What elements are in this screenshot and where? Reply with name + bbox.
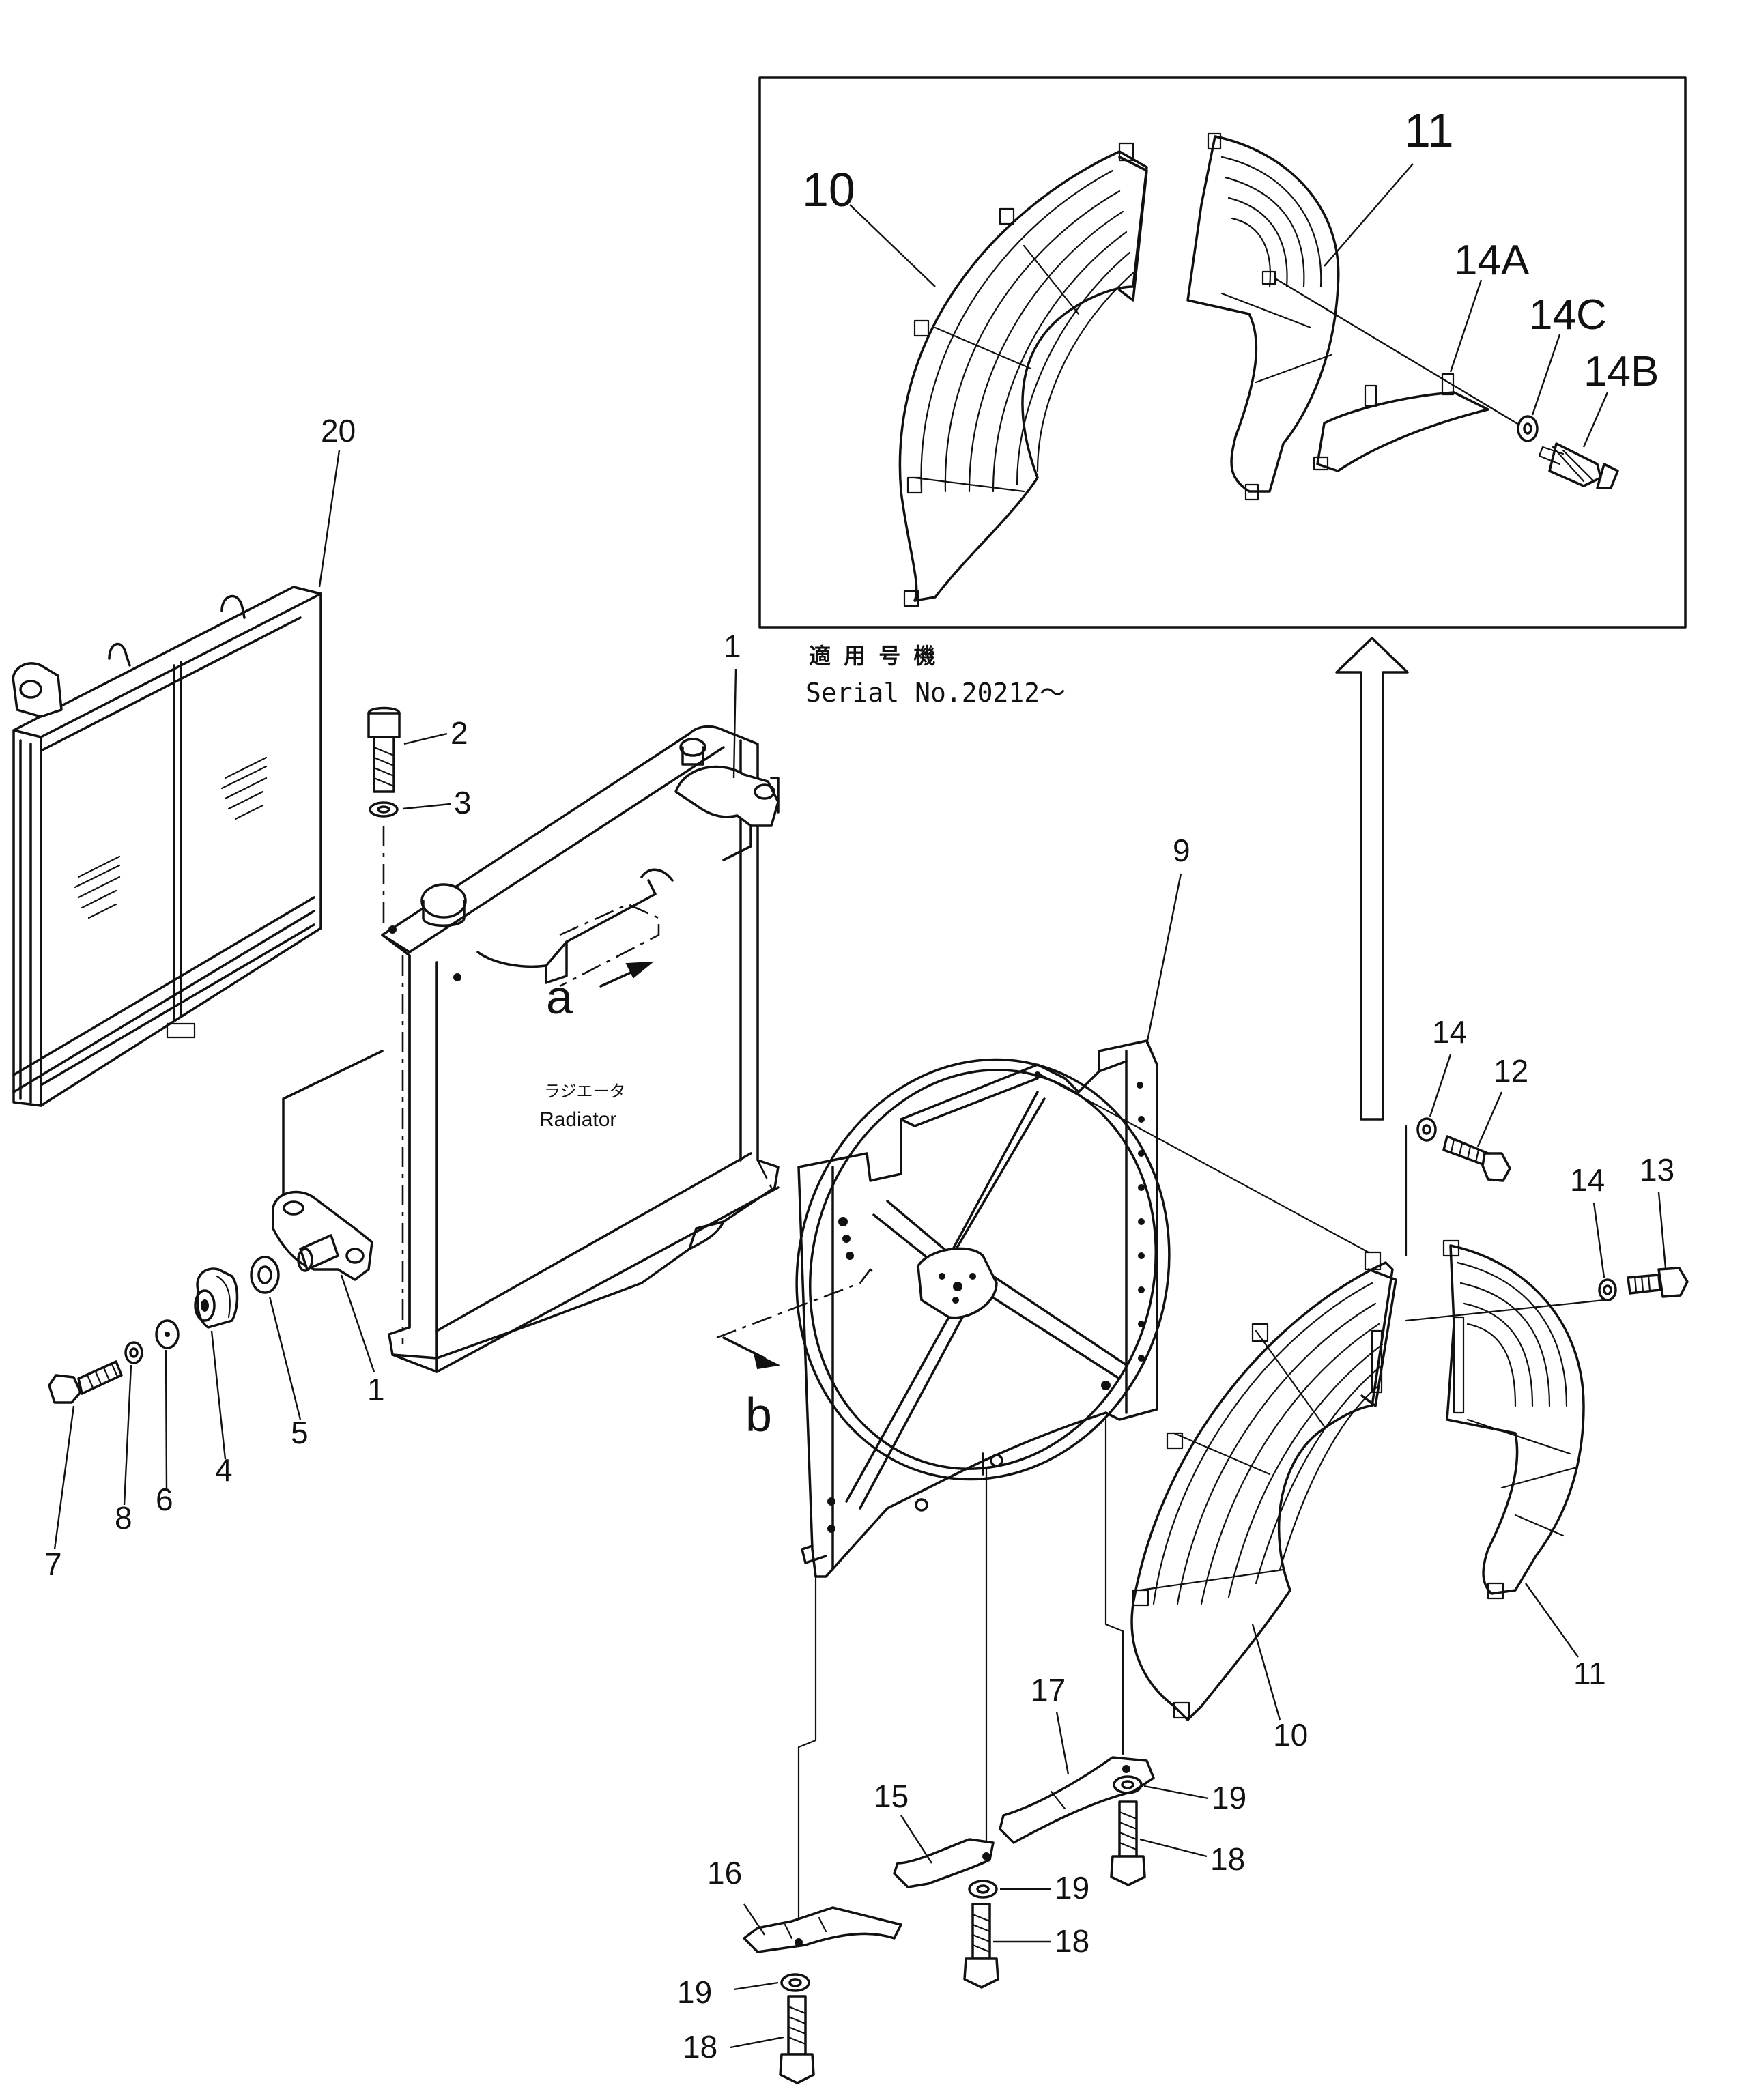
label-19-c: 19	[1212, 1780, 1246, 1815]
rubber-mount-4	[194, 1267, 239, 1329]
radiator-core-20	[12, 586, 322, 1107]
washer-19-a	[780, 1973, 810, 1992]
label-19-b: 19	[1055, 1870, 1089, 1905]
view-arrow-up	[1335, 637, 1409, 1121]
label-4: 4	[215, 1452, 233, 1488]
serial-label-jp: 適 用 号 機	[809, 643, 938, 669]
label-14C: 14C	[1529, 291, 1607, 339]
label-18-a: 18	[683, 2029, 717, 2065]
washer-5	[250, 1256, 280, 1294]
label-14A: 14A	[1454, 237, 1530, 284]
label-1-top: 1	[724, 629, 741, 664]
mount-bracket-1-top	[674, 765, 780, 861]
washer-14-lower	[1598, 1278, 1617, 1301]
fan-guard-11	[1442, 1239, 1585, 1600]
fan-guard-10	[1130, 1251, 1397, 1721]
label-15: 15	[874, 1779, 909, 1814]
label-14B: 14B	[1584, 348, 1659, 395]
washer-19-b	[968, 1880, 998, 1899]
label-11-main: 11	[1573, 1656, 1606, 1691]
bolt-18-b	[963, 1903, 999, 1989]
label-19-a: 19	[677, 1974, 712, 2010]
label-11-inset: 11	[1404, 104, 1454, 157]
inset-fan-guard-11	[1186, 132, 1340, 501]
serial-label-en: Serial No.20212～	[805, 678, 1066, 708]
inset-frame	[758, 76, 1687, 629]
bolt-13	[1627, 1267, 1689, 1298]
radiator-label-jp: ラジエータ	[544, 1082, 626, 1101]
radiator-body	[381, 725, 780, 1373]
label-10-inset: 10	[802, 163, 855, 216]
label-5: 5	[291, 1415, 309, 1450]
label-9: 9	[1173, 833, 1190, 868]
bracket-16	[743, 1906, 902, 1953]
view-label-b: b	[745, 1388, 772, 1441]
bolt-7	[48, 1360, 123, 1404]
label-2: 2	[451, 715, 468, 751]
label-1-bottom: 1	[367, 1372, 385, 1407]
inset-bracket-14A	[1313, 373, 1489, 472]
label-6: 6	[156, 1482, 173, 1517]
inset-fan-guard-10	[898, 142, 1148, 607]
washer-8	[124, 1341, 143, 1364]
bolt-12	[1442, 1135, 1511, 1182]
bolt-18-c	[1110, 1800, 1146, 1886]
label-12: 12	[1494, 1053, 1528, 1089]
label-14-lower: 14	[1570, 1162, 1605, 1198]
washer-3	[369, 801, 399, 818]
label-13: 13	[1640, 1152, 1674, 1188]
label-18-b: 18	[1055, 1923, 1089, 1959]
bracket-15	[893, 1838, 995, 1888]
washer-14-upper	[1416, 1117, 1437, 1142]
label-18-c: 18	[1210, 1841, 1245, 1877]
washer-19-c	[1113, 1775, 1143, 1794]
label-16: 16	[707, 1855, 742, 1890]
inset-bolt-14B	[1538, 442, 1619, 489]
label-14-upper: 14	[1432, 1014, 1467, 1050]
washer-6	[155, 1319, 180, 1349]
inset-washer-14C	[1517, 415, 1539, 442]
label-10-main: 10	[1273, 1717, 1308, 1753]
label-3: 3	[454, 785, 472, 820]
inset-detail: 10 11 14A 14C 14B	[758, 76, 1687, 629]
bolt-2	[367, 706, 401, 793]
mount-bracket-1-bottom	[272, 1190, 373, 1281]
label-7: 7	[44, 1547, 62, 1582]
view-label-a: a	[546, 970, 573, 1024]
bolt-18-a	[779, 1995, 815, 2084]
radiator-label-en: Radiator	[539, 1108, 616, 1131]
label-8: 8	[115, 1500, 132, 1536]
bracket-17	[999, 1756, 1155, 1844]
label-17: 17	[1031, 1672, 1066, 1708]
fan-shroud-9	[795, 1039, 1171, 1578]
label-20: 20	[321, 413, 356, 448]
